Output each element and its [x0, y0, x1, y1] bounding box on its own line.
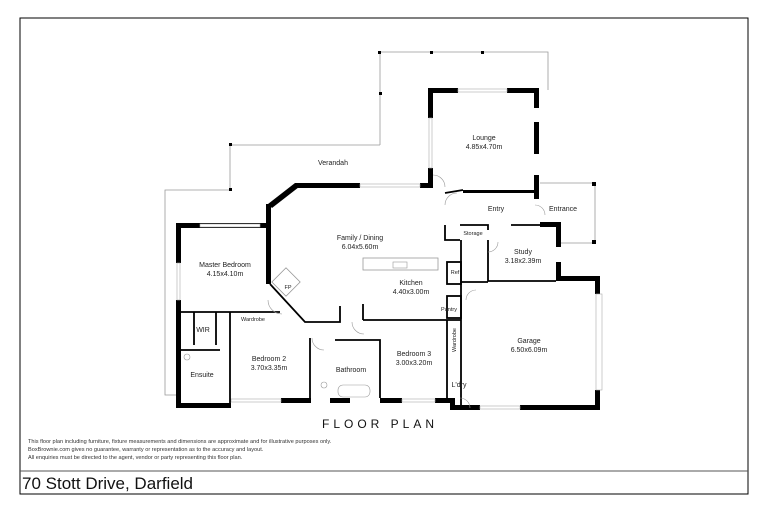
wardrobe-label: Wardrobe — [241, 317, 265, 323]
exterior-walls — [176, 88, 600, 410]
door-swings — [267, 174, 546, 409]
disclaimer-line: All enquiries must be directed to the ag… — [28, 455, 243, 461]
master-bedroom-size: 4.15x4.10m — [207, 271, 244, 278]
bedroom-3-size: 3.00x3.20m — [396, 360, 433, 367]
entry-label: Entry — [488, 206, 505, 213]
disclaimer-line: This floor plan including furniture, fix… — [28, 439, 332, 445]
bedroom-2-label: Bedroom 2 — [252, 356, 286, 363]
ensuite-label: Ensuite — [190, 372, 213, 379]
fireplace-label: FP — [284, 285, 291, 291]
verandah-outline — [379, 51, 549, 145]
lounge-size: 4.85x4.70m — [466, 144, 503, 151]
bathroom-label: Bathroom — [336, 367, 367, 374]
entrance-outline — [540, 182, 596, 244]
kitchen-label: Kitchen — [399, 280, 422, 287]
disclaimer-line: BoxBrownie.com gives no guarantee, warra… — [28, 447, 264, 453]
storage-label: Storage — [463, 231, 482, 237]
property-address: 70 Stott Drive, Darfield — [22, 474, 194, 493]
garage-size: 6.50x6.09m — [511, 347, 548, 354]
floor-plan-title: FLOOR PLAN — [322, 417, 439, 431]
page-frame — [19, 17, 749, 495]
pantry-label: Pantry — [441, 307, 457, 313]
laundry-label: L'dry — [452, 382, 467, 389]
study-label: Study — [514, 249, 532, 256]
room-labels: Verandah Lounge 4.85x4.70m Entry Entranc… — [190, 135, 577, 389]
wir-label: WIR — [196, 327, 210, 334]
interior-walls — [181, 189, 556, 410]
verandah-outline — [164, 144, 380, 396]
master-bedroom-label: Master Bedroom — [199, 262, 251, 269]
study-size: 3.18x2.39m — [505, 258, 542, 265]
garage-label: Garage — [517, 338, 540, 345]
windows — [176, 88, 603, 410]
verandah-label: Verandah — [318, 160, 348, 167]
bedroom-2-size: 3.70x3.35m — [251, 365, 288, 372]
verandah-posts — [229, 51, 484, 191]
lounge-label: Lounge — [472, 135, 495, 142]
wardrobe-label: Wardrobe — [452, 328, 458, 352]
entrance-label: Entrance — [549, 206, 577, 213]
kitchen-size: 4.40x3.00m — [393, 289, 430, 296]
family-dining-size: 6.04x5.60m — [342, 244, 379, 251]
ref-label: Ref — [451, 270, 460, 276]
bedroom-3-label: Bedroom 3 — [397, 351, 431, 358]
disclaimer: This floor plan including furniture, fix… — [28, 438, 331, 462]
family-dining-label: Family / Dining — [337, 235, 383, 242]
